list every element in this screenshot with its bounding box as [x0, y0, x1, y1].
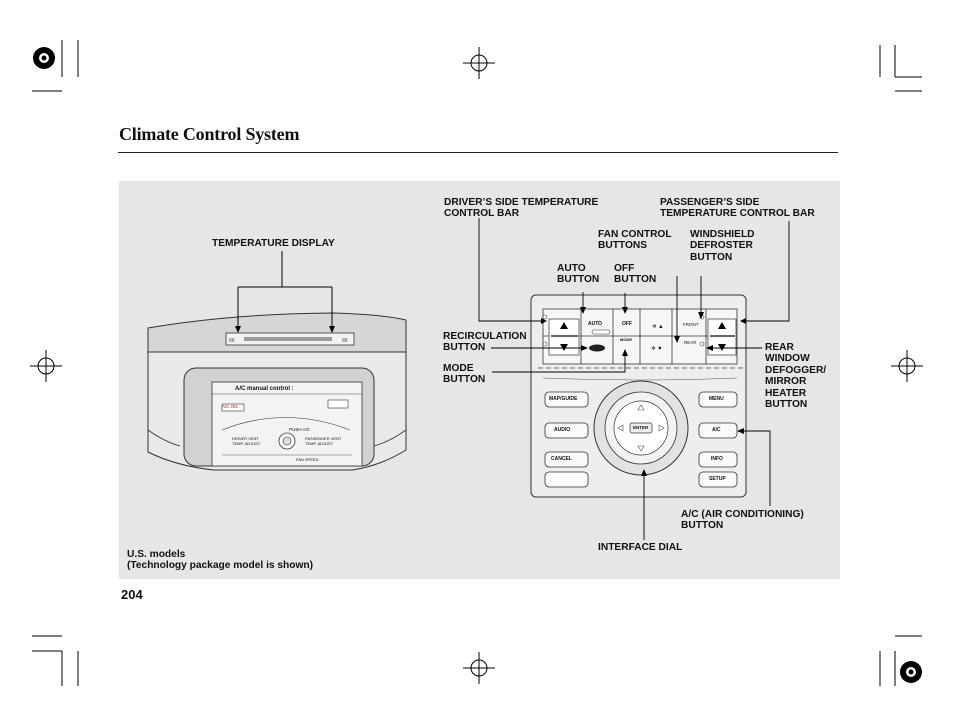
svg-text:88: 88 [342, 338, 348, 344]
windshield-defroster-label: WINDSHIELD DEFROSTER BUTTON [690, 229, 755, 263]
audio-button: AUDIO [554, 427, 571, 433]
svg-text:FRONT: FRONT [683, 322, 699, 327]
menu-button: MENU [709, 396, 724, 402]
auto-button-label: AUTO BUTTON [557, 263, 600, 286]
temperature-display-label: TEMPERATURE DISPLAY [212, 238, 335, 249]
ac-on-badge: A/C ON [222, 404, 238, 409]
control-panel-drawing: ✲ ▲ ✲ ▼ FRONT REAR [530, 294, 747, 498]
svg-text:✲ ▼: ✲ ▼ [651, 345, 663, 352]
interface-dial-label: INTERFACE DIAL [598, 542, 683, 553]
ac-panel-button: A/C [712, 427, 721, 433]
off-button-label: OFF BUTTON [614, 263, 657, 286]
auto-button: AUTO [588, 321, 603, 327]
ac-button-label: A/C (AIR CONDITIONING) BUTTON [681, 509, 804, 532]
svg-text:✲ ▲: ✲ ▲ [652, 323, 664, 330]
models-note: U.S. models (Technology package model is… [127, 549, 314, 572]
setup-button: SETUP [709, 476, 726, 482]
fan-speed-label: FAN SPEED [296, 457, 319, 462]
drivers-side-bar-label: DRIVER’S SIDE TEMPERATURE CONTROL BAR [444, 197, 599, 220]
passengers-side-bar-label: PASSENGER’S SIDE TEMPERATURE CONTROL BAR [660, 197, 815, 220]
svg-text:88: 88 [229, 338, 235, 344]
passenger-vent-label: PASSENGER VENT TEMP. ADJUST [305, 436, 342, 446]
off-button: OFF [622, 321, 632, 327]
mode-button-label: MODE BUTTON [443, 363, 486, 386]
rear-defogger-label: REAR WINDOW DEFOGGER/ MIRROR HEATER BUTT… [765, 342, 827, 411]
enter-button: ENTER [633, 425, 649, 430]
screen-header: A/C manual control : [235, 386, 294, 392]
map-guide-button: MAP/GUIDE [549, 396, 578, 402]
push-ac-label: PUSH A/C [289, 427, 311, 432]
info-button: INFO [711, 456, 723, 462]
fan-control-label: FAN CONTROL BUTTONS [598, 229, 672, 252]
svg-text:REAR: REAR [684, 340, 697, 345]
dashboard-display-drawing: 88 88 [147, 312, 407, 471]
mode-button: MODE [620, 337, 632, 342]
page-title: Climate Control System [119, 124, 300, 144]
page-number: 204 [121, 587, 143, 602]
cancel-button: CANCEL [551, 456, 572, 462]
recirculation-button-label: RECIRCULATION BUTTON [443, 331, 527, 354]
driver-vent-label: DRIVER VENT TEMP. ADJUST [232, 436, 261, 446]
title-rule [118, 152, 838, 153]
